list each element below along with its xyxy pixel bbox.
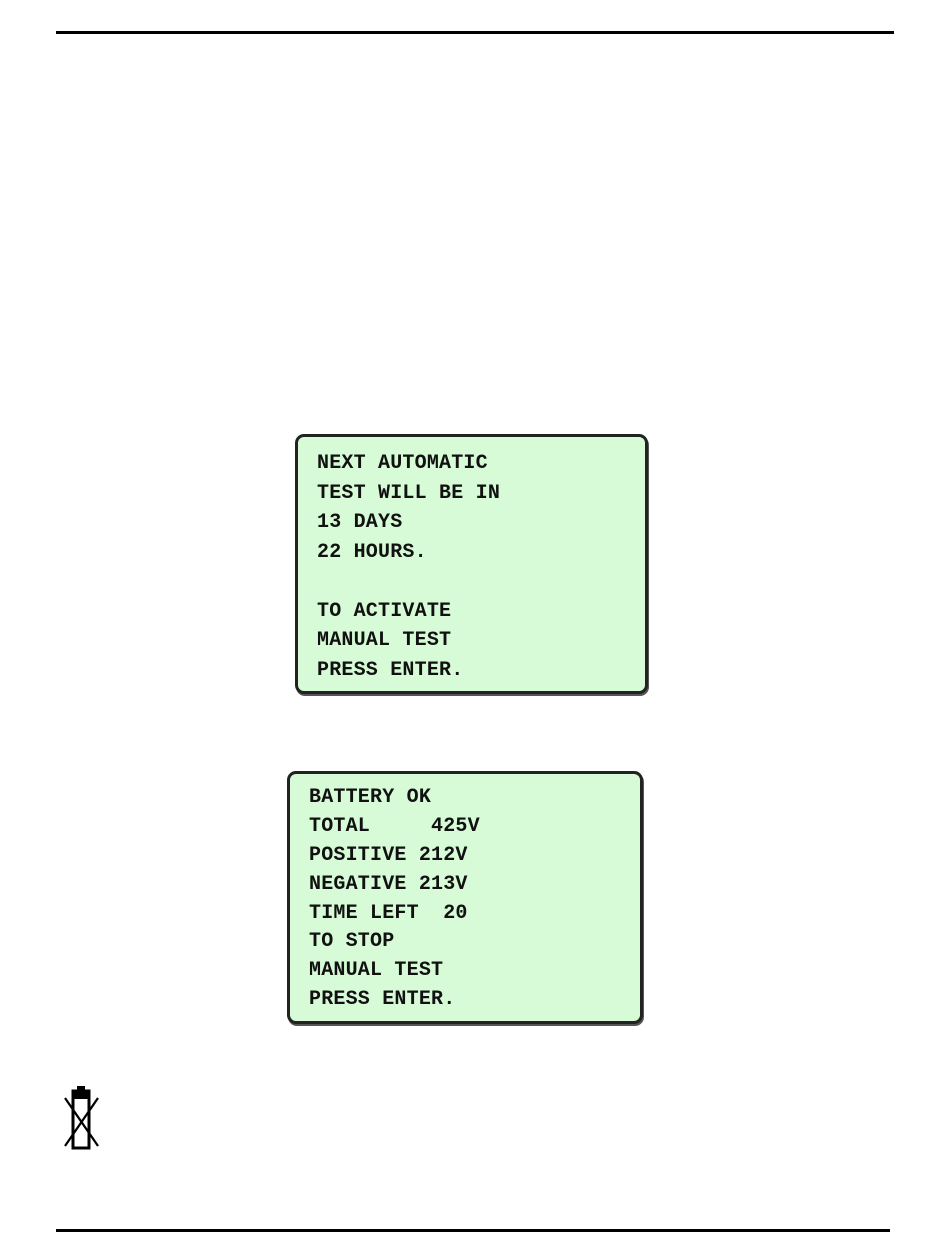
lcd-line: TO ACTIVATE: [317, 597, 645, 627]
lcd-line: TOTAL 425V: [309, 813, 640, 842]
lcd-line: PRESS ENTER.: [317, 656, 645, 686]
lcd-line: 22 HOURS.: [317, 538, 645, 568]
lcd-line: TEST WILL BE IN: [317, 479, 645, 509]
lcd-line: TO STOP: [309, 928, 640, 957]
crossed-out-battery-icon: [62, 1086, 102, 1150]
lcd-line: NEGATIVE 213V: [309, 871, 640, 900]
bottom-rule: [56, 1229, 890, 1232]
lcd-line: MANUAL TEST: [317, 626, 645, 656]
lcd-display-next-test: NEXT AUTOMATIC TEST WILL BE IN 13 DAYS 2…: [295, 434, 648, 694]
lcd-line: PRESS ENTER.: [309, 986, 640, 1015]
lcd-line: 13 DAYS: [317, 508, 645, 538]
lcd-line-blank: [317, 567, 645, 597]
lcd-text-block: BATTERY OK TOTAL 425V POSITIVE 212V NEGA…: [290, 774, 640, 1021]
top-rule: [56, 31, 894, 34]
lcd-line: MANUAL TEST: [309, 957, 640, 986]
lcd-line: POSITIVE 212V: [309, 842, 640, 871]
lcd-text-block: NEXT AUTOMATIC TEST WILL BE IN 13 DAYS 2…: [298, 437, 645, 691]
lcd-line: BATTERY OK: [309, 784, 640, 813]
lcd-line: NEXT AUTOMATIC: [317, 449, 645, 479]
lcd-line: TIME LEFT 20: [309, 900, 640, 929]
lcd-display-battery-status: BATTERY OK TOTAL 425V POSITIVE 212V NEGA…: [287, 771, 643, 1024]
